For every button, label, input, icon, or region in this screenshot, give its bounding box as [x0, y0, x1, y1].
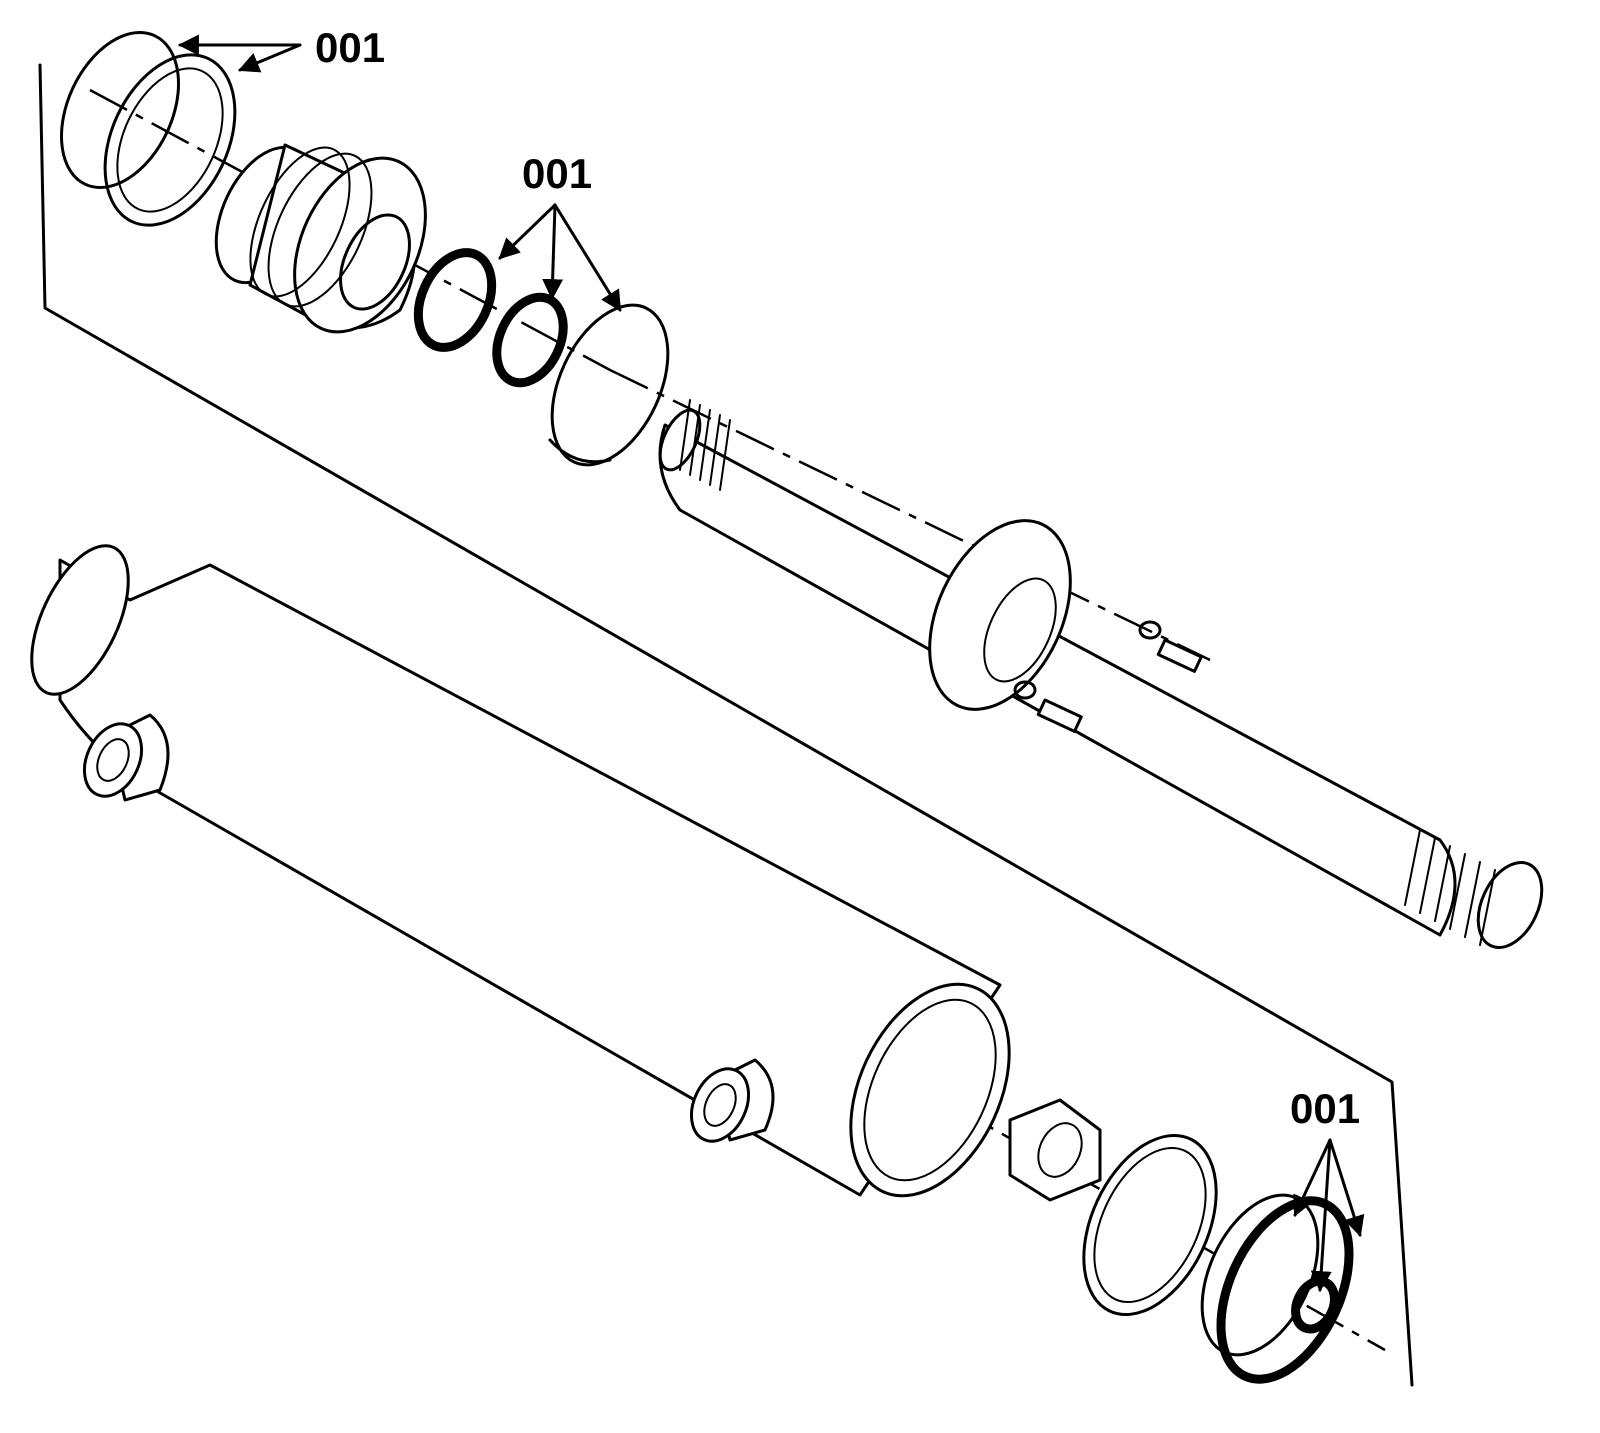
- wiper-seal-ring: [60, 31, 237, 227]
- rod-thread-front: [679, 399, 731, 491]
- callout-label-bottom: 001: [1290, 1085, 1360, 1132]
- hydraulic-port-right: [689, 1058, 775, 1143]
- rod-thread-end: [1404, 829, 1496, 946]
- rod-guide-gland: [214, 143, 427, 334]
- callout-label-middle: 001: [522, 150, 592, 197]
- rod-flange: [928, 519, 1072, 711]
- hydraulic-port-left: [82, 713, 170, 802]
- flange-screws: [1013, 620, 1203, 733]
- cylinder-barrel: [30, 544, 1011, 1198]
- piston: [1082, 1133, 1320, 1357]
- hex-nut: [1008, 1098, 1102, 1202]
- callout-label-top: 001: [315, 24, 385, 71]
- callout-arrows: [177, 34, 1365, 1293]
- assembly-frame: [38, 63, 1414, 1387]
- piston-rod: [658, 399, 1544, 949]
- rod-seals: [413, 248, 670, 467]
